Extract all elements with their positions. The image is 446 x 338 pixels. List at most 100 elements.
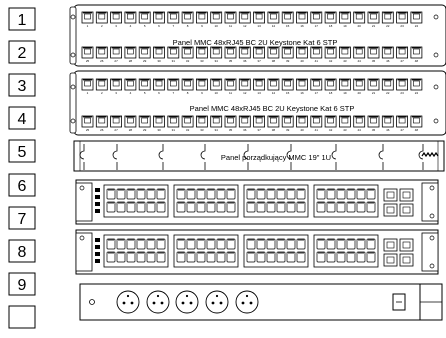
switch-port [206, 201, 216, 213]
switch-port [256, 188, 266, 200]
port-number: 35 [229, 128, 233, 132]
port-number: 1 [87, 24, 89, 28]
port-number: 34 [215, 59, 219, 63]
rj45-port: 1 [81, 78, 94, 95]
switch-port [206, 188, 216, 200]
rj45-port: 22 [381, 78, 394, 95]
port-number: 26 [100, 128, 104, 132]
uplink-port [399, 203, 414, 217]
port-number: 3 [115, 91, 117, 95]
rj45-port: 20 [353, 11, 366, 28]
uplink-port [383, 203, 398, 217]
port-number: 28 [129, 128, 133, 132]
power-socket-2 [146, 290, 170, 314]
port-number: 43 [343, 128, 347, 132]
rj45-port: 26 [95, 115, 108, 132]
port-number: 14 [272, 24, 276, 28]
switch-port [126, 238, 136, 250]
uplink-port [399, 188, 414, 202]
rj45-port: 36 [238, 115, 251, 132]
vent-slot [95, 195, 100, 199]
switch-port [326, 251, 336, 263]
rj45-port: 28 [124, 115, 137, 132]
switch-port [366, 201, 376, 213]
rj45-port: 33 [195, 46, 208, 63]
rj45-port: 25 [81, 46, 94, 63]
switch-port [256, 201, 266, 213]
port-number: 17 [315, 24, 319, 28]
cable-slot [286, 144, 292, 170]
port-number: 36 [243, 59, 247, 63]
rj45-port: 23 [396, 78, 409, 95]
switch-port [136, 201, 146, 213]
switch-port [126, 251, 136, 263]
uplink-port [383, 238, 398, 252]
switch-port [176, 188, 186, 200]
port-number: 40 [300, 128, 304, 132]
switch-port [346, 201, 356, 213]
switch-port [106, 201, 116, 213]
switch-port [126, 188, 136, 200]
port-number: 5 [144, 24, 146, 28]
rack-unit-box-7: 7 [8, 206, 36, 230]
port-number: 20 [358, 24, 362, 28]
rj45-port: 3 [110, 78, 122, 95]
switch-port [196, 251, 206, 263]
rj45-port: 27 [110, 46, 122, 63]
port-number: 4 [130, 24, 132, 28]
vent-slot [95, 188, 100, 192]
switch-port [336, 238, 346, 250]
port-number: 35 [229, 59, 233, 63]
rj45-port: 22 [381, 11, 394, 28]
switch-port [176, 238, 186, 250]
switch-port [206, 238, 216, 250]
switch-port [186, 238, 196, 250]
port-number: 24 [415, 24, 419, 28]
rack-unit-box-6: 6 [8, 173, 36, 197]
port-number: 38 [272, 59, 276, 63]
rj45-port: 13 [253, 78, 266, 95]
rj45-port: 42 [324, 46, 337, 63]
rj45-port: 32 [181, 115, 194, 132]
rj45-port: 28 [124, 46, 137, 63]
switch-port [276, 251, 286, 263]
rj45-port: 34 [210, 115, 223, 132]
cable-manager-panel: Panel porządkujący MMC 19" 1U [73, 140, 445, 172]
port-number: 48 [415, 128, 419, 132]
rj45-port: 46 [381, 46, 394, 63]
rj45-port: 33 [195, 115, 208, 132]
port-number: 47 [400, 59, 404, 63]
rj45-port: 2 [95, 11, 108, 28]
switch-port [366, 251, 376, 263]
port-number: 14 [272, 91, 276, 95]
switch-port [366, 238, 376, 250]
switch-port [146, 201, 156, 213]
switch-port [346, 251, 356, 263]
rj45-port: 38 [267, 115, 280, 132]
rj45-port: 6 [153, 78, 165, 95]
port-number: 1 [87, 91, 89, 95]
rj45-port: 21 [367, 78, 380, 95]
switch-port [226, 251, 236, 263]
switch-port [296, 188, 306, 200]
port-number: 3 [115, 24, 117, 28]
port-number: 6 [158, 91, 160, 95]
rj45-port: 18 [324, 78, 337, 95]
rj45-port: 4 [124, 11, 137, 28]
rj45-port: 32 [181, 46, 194, 63]
rack-unit-box-10 [8, 305, 36, 329]
rack-unit-box-8: 8 [8, 239, 36, 263]
port-number: 2 [101, 91, 103, 95]
port-number: 42 [329, 128, 333, 132]
port-number: 10 [215, 24, 219, 28]
port-number: 27 [114, 128, 118, 132]
port-number: 37 [257, 59, 261, 63]
rj45-port: 25 [81, 115, 94, 132]
switch-port [266, 238, 276, 250]
port-number: 31 [172, 128, 176, 132]
switch-port-group [173, 234, 239, 268]
switch-port [266, 251, 276, 263]
rack-unit-number: 2 [18, 45, 27, 62]
